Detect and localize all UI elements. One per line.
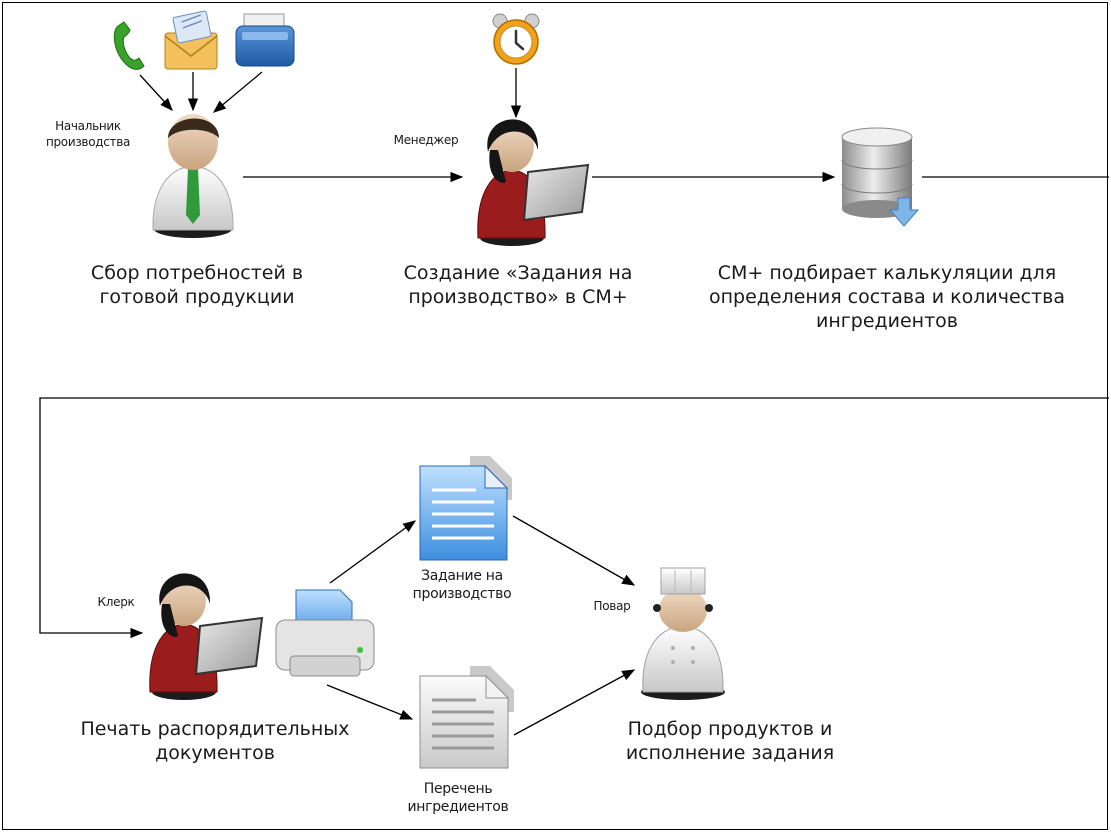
connectors xyxy=(39,68,1109,736)
role-cook: Повар xyxy=(593,599,631,613)
arrow-fax-to-head xyxy=(213,71,263,113)
arrow-list-to-cook xyxy=(513,669,636,736)
database-icon xyxy=(841,127,920,227)
step-print-docs: Печать распорядительных документов xyxy=(80,718,350,764)
document-icon xyxy=(419,456,512,561)
doc-label-task: Задание на производство xyxy=(412,568,512,603)
doc-label-ingredients: Перечень ингредиентов xyxy=(407,781,509,816)
step-collect-needs: Сбор потребностей в готовой продукции xyxy=(90,262,304,308)
email-icon xyxy=(164,10,218,70)
document-icon xyxy=(419,666,514,769)
role-production-head: Начальник производства xyxy=(45,119,131,149)
alarm-clock-icon xyxy=(492,13,540,65)
arrow-printer-to-task xyxy=(329,520,417,584)
arrow-printer-to-list xyxy=(326,684,414,720)
chef-icon xyxy=(641,567,725,700)
phone-icon xyxy=(113,21,145,70)
woman-laptop-icon xyxy=(477,119,590,246)
role-manager: Менеджер xyxy=(393,133,459,147)
businessman-icon xyxy=(152,114,234,238)
arrow-phone-to-head xyxy=(139,74,173,111)
step-create-task: Создание «Задания на производство» в СМ+ xyxy=(403,262,633,308)
step-execute-task: Подбор продуктов и исполнение задания xyxy=(625,718,835,764)
connector-return xyxy=(39,397,1109,639)
role-clerk: Клерк xyxy=(97,595,135,609)
printer-icon xyxy=(275,589,375,677)
arrow-task-to-cook xyxy=(512,515,636,586)
fax-icon xyxy=(235,13,295,67)
woman-laptop-icon xyxy=(149,573,264,700)
step-calculations: СМ+ подбирает калькуляции для определени… xyxy=(708,262,1066,332)
